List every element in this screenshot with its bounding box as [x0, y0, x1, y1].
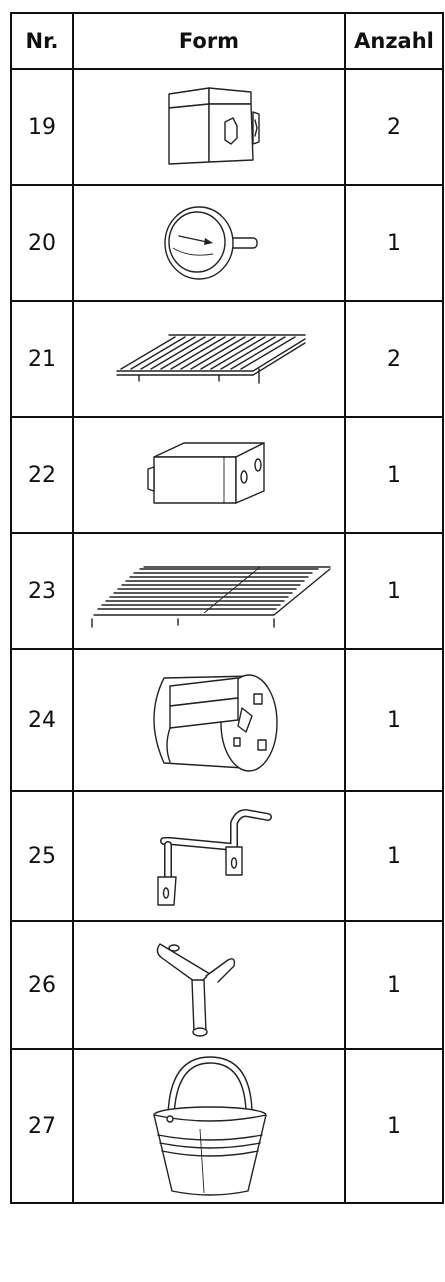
part-form-cell — [72, 416, 346, 534]
part-quantity: 2 — [344, 300, 444, 418]
part-quantity: 1 — [344, 416, 444, 534]
part-form-cell — [72, 300, 346, 418]
table-row: 25 1 — [10, 790, 444, 922]
part-quantity: 1 — [344, 184, 444, 302]
thermometer-icon — [164, 206, 258, 280]
part-number: 26 — [10, 920, 74, 1050]
bracket-plate-icon — [168, 87, 260, 165]
tube-holder-icon — [156, 943, 236, 1037]
table-row: 26 1 — [10, 920, 444, 1050]
part-form-cell — [72, 532, 346, 650]
table-row: 21 — [10, 300, 444, 418]
handle-bar-icon — [157, 809, 272, 906]
parts-table: Nr. Form Anzahl 19 2 20 — [10, 12, 444, 1204]
table-row: 27 1 — [10, 1048, 444, 1204]
part-form-cell — [72, 184, 346, 302]
header-form: Form — [72, 12, 346, 70]
table-header-row: Nr. Form Anzahl — [10, 12, 444, 70]
part-number: 19 — [10, 68, 74, 186]
bucket-icon — [153, 1056, 267, 1196]
part-quantity: 1 — [344, 1048, 444, 1204]
table-row: 24 1 — [10, 648, 444, 792]
part-quantity: 1 — [344, 532, 444, 650]
table-row: 20 1 — [10, 184, 444, 302]
header-nr: Nr. — [10, 12, 74, 70]
part-quantity: 1 — [344, 920, 444, 1050]
part-number: 27 — [10, 1048, 74, 1204]
part-number: 21 — [10, 300, 74, 418]
part-form-cell — [72, 1048, 346, 1204]
header-qty: Anzahl — [344, 12, 444, 70]
part-form-cell — [72, 920, 346, 1050]
part-form-cell — [72, 68, 346, 186]
part-quantity: 1 — [344, 790, 444, 922]
part-quantity: 2 — [344, 68, 444, 186]
part-form-cell — [72, 790, 346, 922]
part-number: 22 — [10, 416, 74, 534]
firebox-icon — [147, 442, 265, 504]
part-number: 23 — [10, 532, 74, 650]
barrel-drum-icon — [153, 673, 278, 772]
table-row: 19 2 — [10, 68, 444, 186]
small-grill-grate-icon — [116, 334, 306, 384]
large-grill-grate-icon — [91, 566, 331, 628]
table-row: 23 1 — [10, 532, 444, 650]
part-number: 25 — [10, 790, 74, 922]
part-quantity: 1 — [344, 648, 444, 792]
part-number: 20 — [10, 184, 74, 302]
table-row: 22 1 — [10, 416, 444, 534]
part-number: 24 — [10, 648, 74, 792]
part-form-cell — [72, 648, 346, 792]
